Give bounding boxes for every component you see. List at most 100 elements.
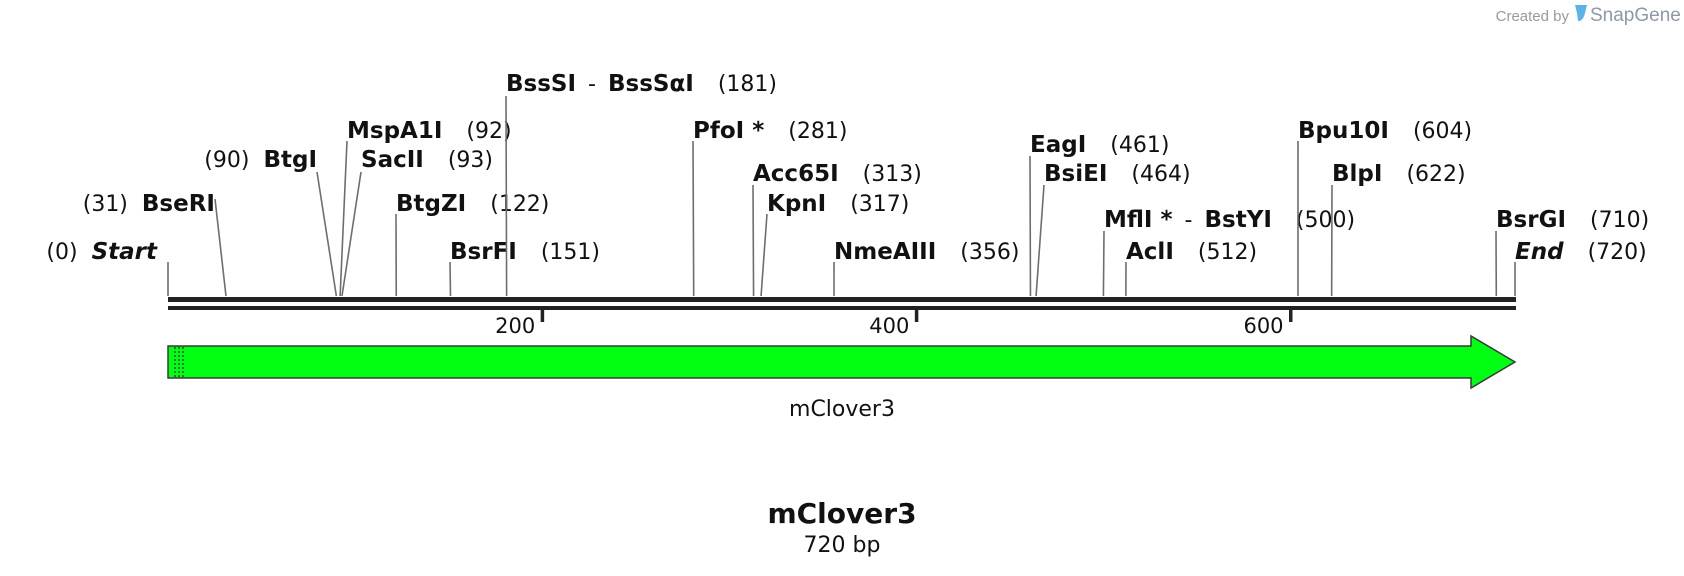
site-name-2: BstYI — [1204, 207, 1271, 233]
site-label[interactable]: BlpI (622) — [1332, 161, 1466, 187]
restriction-sites: (0) Start (31)BseRI (90)BtgI MspA1I(92) SacII… — [46, 71, 1649, 297]
site-position: (500) — [1296, 208, 1355, 233]
site-leader-line — [505, 95, 508, 297]
site-label[interactable]: PfoI * (281) — [693, 118, 847, 144]
site-btgi[interactable]: (90)BtgI — [204, 147, 338, 297]
site-bsssi[interactable]: BssSI-BssSαI (181) — [505, 71, 777, 297]
site-bpu10i[interactable]: Bpu10I (604) — [1297, 118, 1472, 297]
site-label[interactable]: SacII (93) — [361, 147, 493, 173]
site-name: SacII — [361, 147, 424, 173]
site-position: (313) — [863, 162, 922, 187]
site-sacii[interactable]: SacII (93) — [341, 147, 493, 297]
site-position: (181) — [718, 72, 777, 97]
site-mspa1i[interactable]: MspA1I(92) — [339, 118, 512, 297]
site-label[interactable]: (31)BseRI — [83, 191, 215, 217]
site-position: (122) — [490, 192, 549, 217]
site-label[interactable]: AclI (512) — [1126, 239, 1257, 265]
site-label[interactable]: NmeAIII (356) — [834, 239, 1019, 265]
site-position: (464) — [1131, 162, 1190, 187]
site-leader-line — [760, 213, 768, 297]
site-name: BsrGI — [1496, 207, 1566, 233]
site-end[interactable]: End (720) — [1514, 239, 1647, 296]
site-position: (356) — [960, 240, 1019, 265]
site-label[interactable]: BsrFI(151) — [450, 239, 600, 265]
site-name: Start — [92, 239, 158, 265]
site-leader-line — [339, 140, 348, 297]
site-position: (317) — [850, 192, 909, 217]
site-name: BsiEI — [1044, 161, 1107, 187]
site-acc65i[interactable]: Acc65I (313) — [752, 161, 922, 297]
scale-tick-label: 600 — [1243, 314, 1283, 338]
site-leader-line — [1035, 184, 1045, 297]
site-label[interactable]: KpnI (317) — [767, 191, 909, 217]
credit-brand: SnapGene — [1590, 5, 1681, 26]
site-position: (461) — [1110, 133, 1169, 158]
site-label[interactable]: MspA1I(92) — [347, 118, 512, 144]
site-label[interactable]: MflI *-BstYI (500) — [1104, 207, 1355, 233]
site-blpi[interactable]: BlpI (622) — [1330, 161, 1466, 297]
site-position: (93) — [448, 148, 493, 173]
site-name: PfoI * — [693, 118, 764, 144]
site-kpni[interactable]: KpnI (317) — [760, 191, 909, 297]
site-eagi[interactable]: EagI (461) — [1029, 132, 1169, 297]
site-label[interactable]: Acc65I (313) — [753, 161, 922, 187]
site-name: End — [1515, 239, 1564, 265]
site-label[interactable]: BtgZI (122) — [396, 191, 549, 217]
site-position: (622) — [1406, 162, 1465, 187]
site-name: NmeAIII — [834, 239, 936, 265]
site-leader-line — [316, 171, 338, 297]
feature-mclover3[interactable]: mClover3 — [167, 334, 1517, 422]
site-bsrgi[interactable]: BsrGI (710) — [1495, 207, 1649, 297]
site-label[interactable]: BssSI-BssSαI (181) — [506, 71, 777, 97]
scale-tick — [1289, 310, 1293, 322]
credit-created-by: Created by — [1496, 8, 1570, 25]
site-mfli[interactable]: MflI *-BstYI (500) — [1102, 207, 1355, 297]
site-leader-line — [752, 184, 755, 297]
site-separator: - — [588, 72, 596, 97]
site-position: (604) — [1413, 119, 1472, 144]
scale-tick-label: 400 — [869, 314, 909, 338]
site-name: MflI * — [1104, 207, 1173, 233]
site-leader-line — [214, 198, 227, 297]
site-nmeaiii[interactable]: NmeAIII (356) — [833, 239, 1019, 297]
site-name-2: BssSαI — [608, 71, 694, 97]
site-name: BssSI — [506, 71, 576, 97]
site-position: (281) — [788, 119, 847, 144]
site-label[interactable]: EagI (461) — [1030, 132, 1169, 158]
scale-tick — [540, 310, 545, 322]
site-position: (92) — [466, 119, 511, 144]
site-position: (512) — [1198, 240, 1257, 265]
site-label[interactable]: BsiEI (464) — [1044, 161, 1191, 187]
site-position: (151) — [541, 240, 600, 265]
site-bsiei[interactable]: BsiEI (464) — [1035, 161, 1191, 297]
site-bseri[interactable]: (31)BseRI — [83, 191, 227, 297]
site-name: AclI — [1126, 239, 1174, 265]
site-name: KpnI — [767, 191, 826, 217]
site-label[interactable]: End (720) — [1515, 239, 1647, 265]
site-position: (0) — [46, 240, 77, 265]
site-name: Acc65I — [753, 161, 839, 187]
site-btgzi[interactable]: BtgZI (122) — [395, 191, 549, 297]
site-label[interactable]: (90)BtgI — [204, 147, 317, 173]
site-position: (720) — [1588, 240, 1647, 265]
site-position: (90) — [204, 148, 249, 173]
site-name: Bpu10I — [1298, 118, 1389, 144]
site-acli[interactable]: AclI (512) — [1125, 239, 1257, 297]
site-position: (710) — [1590, 208, 1649, 233]
site-name: EagI — [1030, 132, 1086, 158]
site-label[interactable]: Bpu10I (604) — [1298, 118, 1472, 144]
site-label[interactable]: (0) Start — [46, 239, 158, 265]
site-start[interactable]: (0) Start — [46, 239, 169, 296]
site-pfoi[interactable]: PfoI * (281) — [692, 118, 847, 297]
site-name: BtgZI — [396, 191, 466, 217]
site-label[interactable]: BsrGI (710) — [1496, 207, 1649, 233]
site-bsrfi[interactable]: BsrFI(151) — [449, 239, 600, 297]
site-separator: - — [1185, 208, 1193, 233]
site-leader-line — [1102, 230, 1105, 297]
snapgene-credit: Created by SnapGene — [1496, 5, 1681, 26]
site-name: BlpI — [1332, 161, 1382, 187]
feature-arrow[interactable] — [167, 334, 1517, 390]
site-leader-line — [341, 171, 362, 297]
